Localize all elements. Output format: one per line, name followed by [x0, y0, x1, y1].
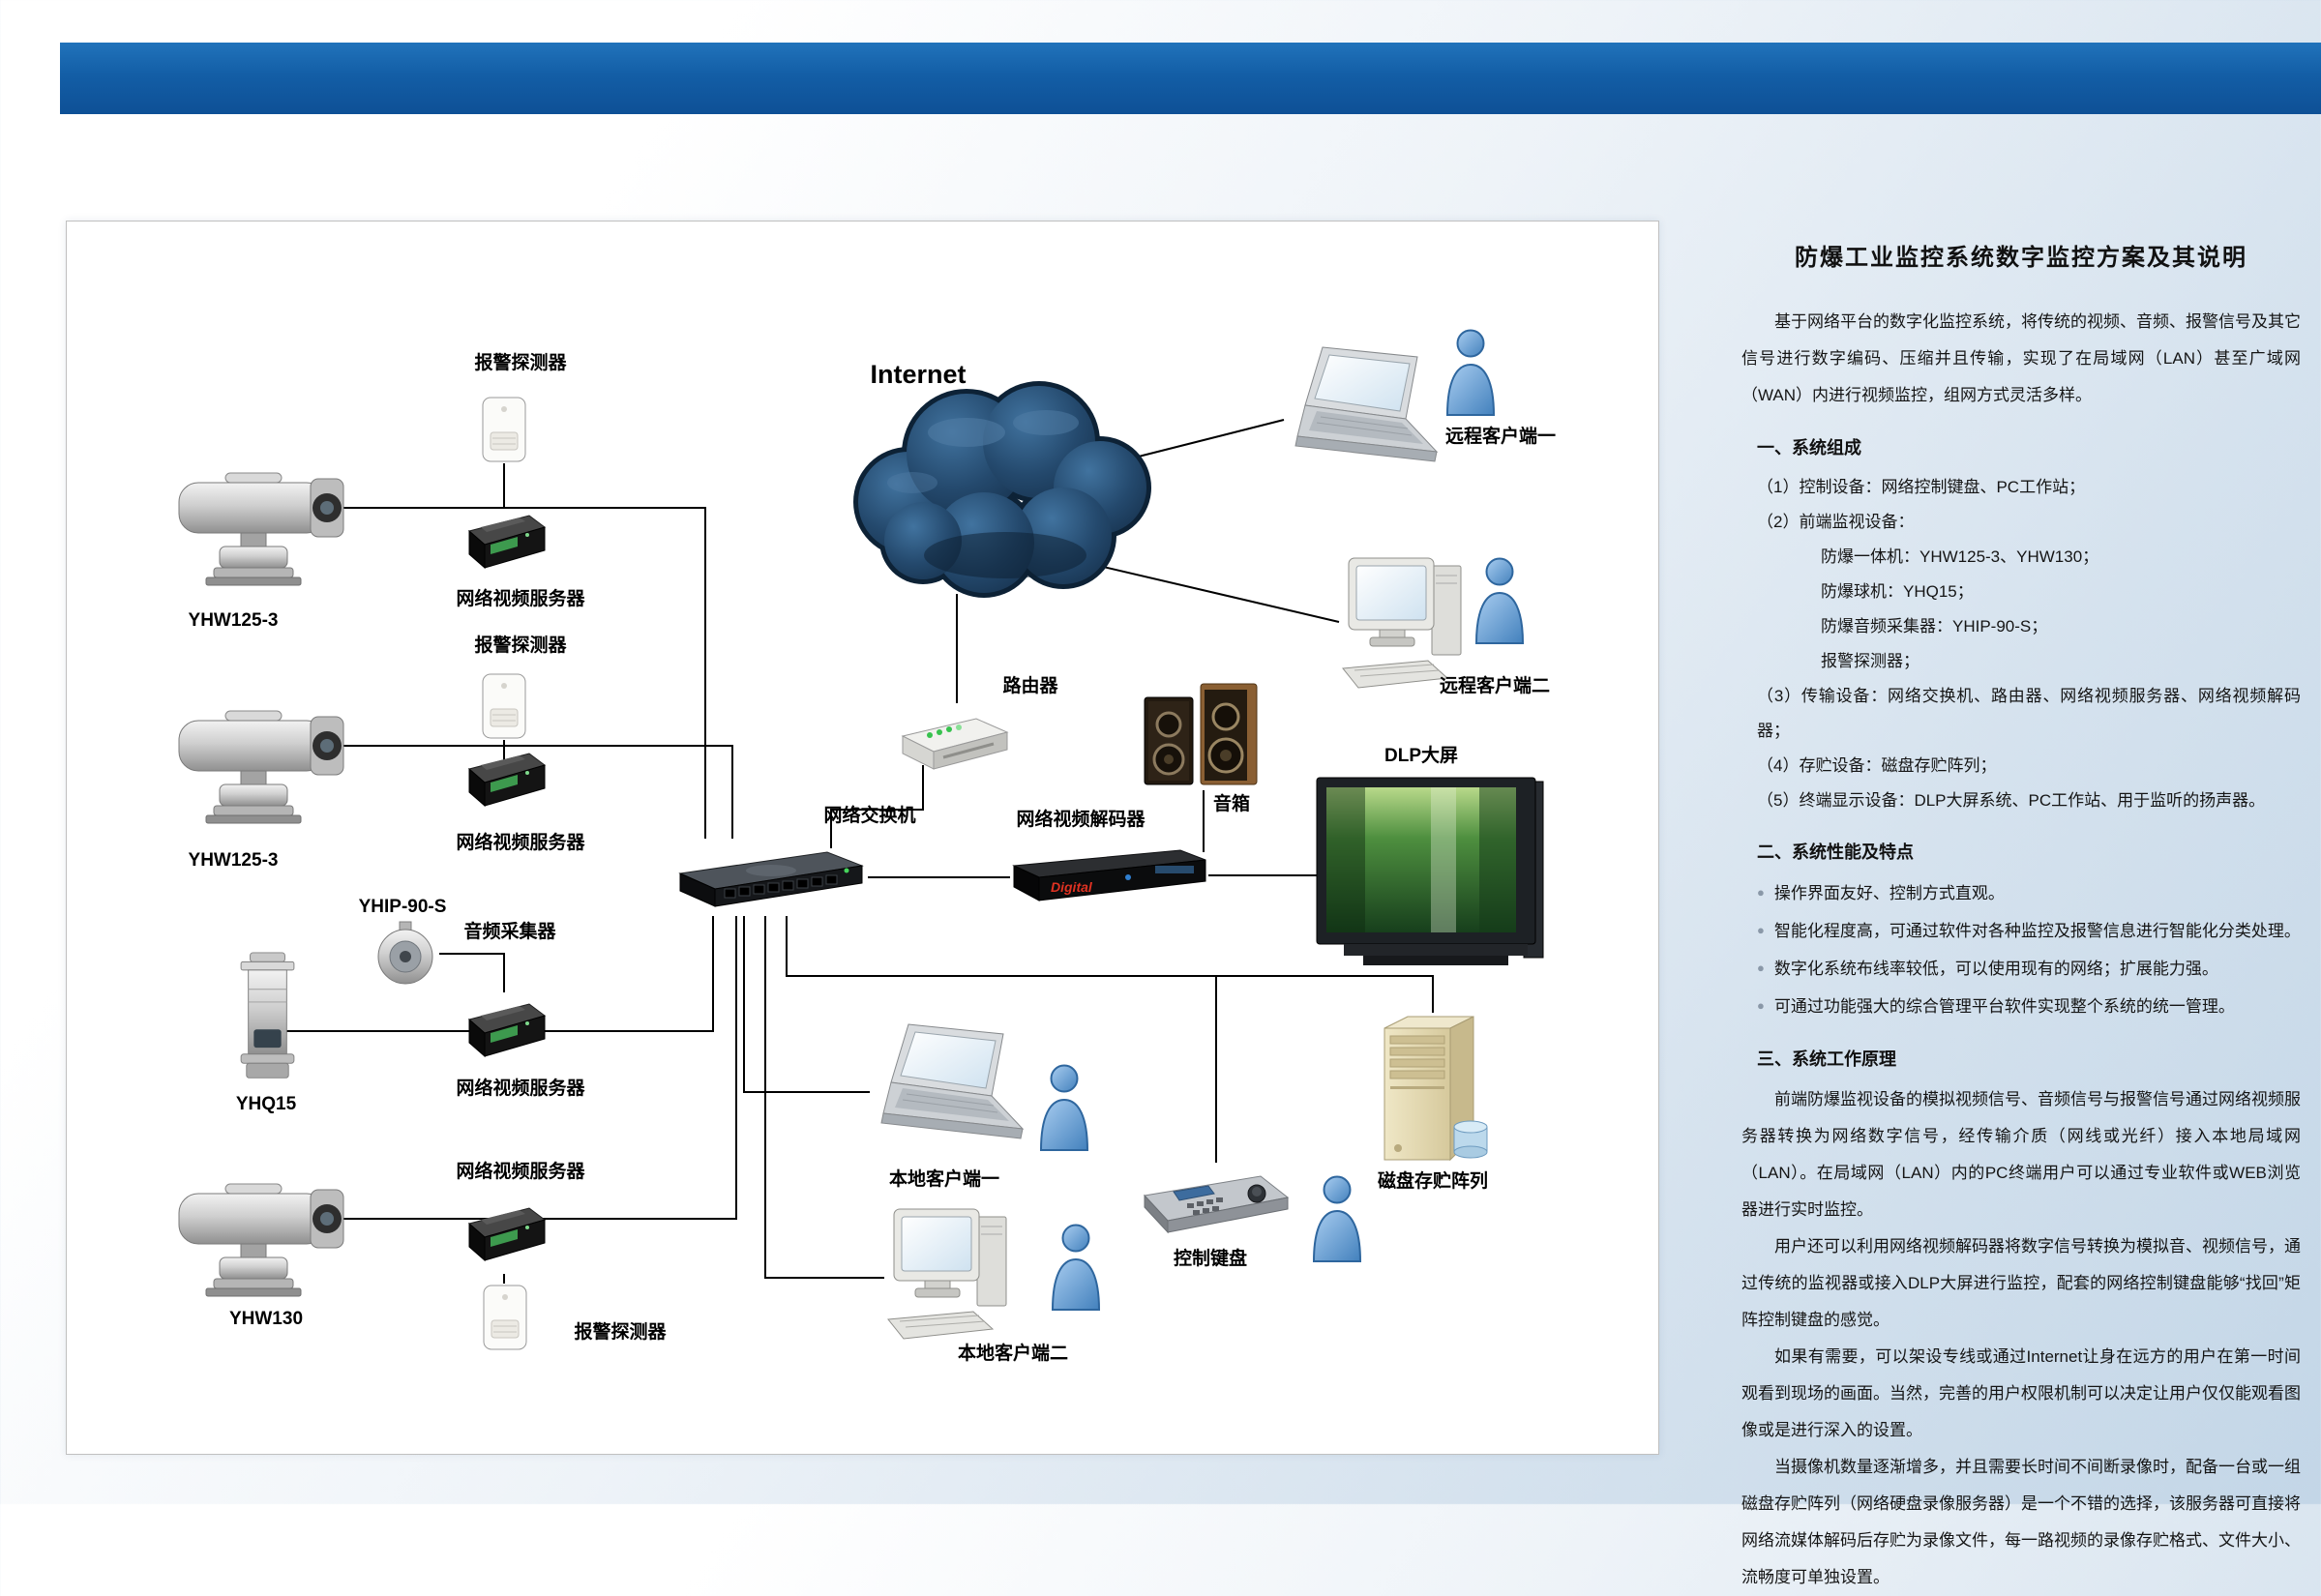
section3-paragraph: 前端防爆监视设备的模拟视频信号、音频信号与报警信号通过网络视频服务器转换为网络数…	[1741, 1089, 2301, 1219]
bullet-icon: ●	[1757, 922, 1765, 937]
section1-item: （5）终端显示设备：DLP大屏系统、PC工作站、用于监听的扬声器。	[1757, 790, 2266, 810]
label-local-client2: 本地客户端二	[957, 1344, 1069, 1364]
label-audio-collector-model: YHIP-90-S	[358, 897, 447, 917]
label-disk-array: 磁盘存贮阵列	[1377, 1171, 1489, 1192]
section1-item: （3）传输设备：网络交换机、路由器、网络视频服务器、网络视频解码器；	[1757, 686, 2301, 740]
intro-paragraph: 基于网络平台的数字化监控系统，将传统的视频、音频、报警信号及其它信号进行数字编码…	[1741, 311, 2301, 404]
label-dlp: DLP大屏	[1384, 746, 1459, 766]
remote-client1-laptop	[1284, 345, 1443, 486]
link-switch-local-client1	[743, 916, 870, 1093]
control-keyboard-person	[1307, 1174, 1367, 1263]
network-switch	[674, 839, 868, 916]
local-client1-laptop	[870, 1022, 1029, 1163]
bullet-icon: ●	[1757, 997, 1765, 1013]
label-video-server-3: 网络视频服务器	[456, 1079, 585, 1099]
video-server-1	[461, 504, 549, 581]
bullet-icon: ●	[1757, 884, 1765, 900]
label-camera4-model: YHW130	[228, 1309, 304, 1329]
link-audio-server3	[439, 953, 505, 992]
section1-item: 防爆音频采集器：YHIP-90-S；	[1821, 616, 2048, 635]
section3-paragraph: 用户还可以利用网络视频解码器将数字信号转换为模拟音、视频信号，通过传统的监视器或…	[1741, 1236, 2301, 1329]
bullet-icon: ●	[1757, 960, 1765, 975]
section1-heading: 一、系统组成	[1757, 437, 1861, 458]
bullet-text: 可通过功能强大的综合管理平台软件实现整个系统的统一管理。	[1773, 996, 2235, 1016]
section1-list: （1）控制设备：网络控制键盘、PC工作站； （2）前端监视设备： 防爆一体机：Y…	[1741, 470, 2301, 818]
label-internet: Internet	[870, 360, 967, 389]
section3-paragraph: 如果有需要，可以架设专线或通过Internet让身在远方的用户在第一时间观看到现…	[1741, 1346, 2301, 1439]
bullet-item: ● 智能化程度高，可通过软件对各种监控及报警信息进行智能化分类处理。	[1741, 912, 2301, 950]
alarm-detector-2	[480, 672, 528, 740]
label-router: 路由器	[1002, 676, 1058, 696]
label-camera2-model: YHW125-3	[188, 850, 279, 871]
section2-heading: 二、系统性能及特点	[1757, 842, 1914, 862]
bullet-item: ● 数字化系统布线率较低，可以使用现有的网络；扩展能力强。	[1741, 950, 2301, 988]
video-server-2	[461, 742, 549, 819]
article-title: 防爆工业监控系统数字监控方案及其说明	[1795, 245, 2247, 271]
bullet-item: ● 可通过功能强大的综合管理平台软件实现整个系统的统一管理。	[1741, 988, 2301, 1025]
control-keyboard	[1139, 1163, 1294, 1245]
label-decoder: 网络视频解码器	[1016, 810, 1146, 830]
ptz-camera-yhw130	[164, 1145, 357, 1300]
label-remote-client1: 远程客户端一	[1444, 427, 1557, 447]
bullet-text: 数字化系统布线率较低，可以使用现有的网络；扩展能力强。	[1773, 959, 2218, 978]
alarm-detector-1	[480, 396, 528, 463]
bullet-item: ● 操作界面友好、控制方式直观。	[1741, 874, 2301, 912]
local-client1-person	[1034, 1063, 1094, 1152]
page: 报警探测器 YHW125-3 网络视频服务器 Internet 远程客户端一 报…	[60, 43, 2321, 1586]
dome-camera-yhq15	[226, 945, 309, 1090]
disk-storage-array	[1373, 1013, 1494, 1167]
section1-item: （2）前端监视设备：	[1757, 512, 1915, 531]
label-remote-client2: 远程客户端二	[1439, 676, 1551, 696]
ptz-camera-yhw125-3-1	[164, 434, 357, 589]
label-speakers: 音箱	[1212, 794, 1251, 814]
alarm-detector-4	[481, 1284, 529, 1351]
remote-client2-person	[1470, 556, 1530, 645]
article: 防爆工业监控系统数字监控方案及其说明 基于网络平台的数字化监控系统，将传统的视频…	[1741, 242, 2301, 1596]
section1-item: 防爆球机：YHQ15；	[1821, 581, 1974, 601]
bullet-text: 智能化程度高，可通过软件对各种监控及报警信息进行智能化分类处理。	[1773, 921, 2301, 940]
section1-item: （4）存贮设备：磁盘存贮阵列；	[1757, 755, 1997, 775]
dlp-screen	[1315, 776, 1547, 974]
label-local-client1: 本地客户端一	[888, 1169, 1000, 1190]
video-decoder	[1010, 842, 1208, 905]
video-server-4	[461, 1197, 549, 1274]
label-video-server-2: 网络视频服务器	[456, 833, 585, 853]
header-bar	[60, 43, 2321, 114]
local-client2-desktop	[884, 1203, 1020, 1348]
label-camera1-model: YHW125-3	[188, 610, 279, 631]
label-alarm-detector-4: 报警探测器	[574, 1322, 667, 1343]
section3-heading: 三、系统工作原理	[1757, 1049, 1896, 1069]
diagram-panel: 报警探测器 YHW125-3 网络视频服务器 Internet 远程客户端一 报…	[66, 221, 1659, 1455]
link-switch-local-client2	[764, 916, 884, 1279]
router	[897, 703, 1013, 781]
speakers	[1141, 676, 1266, 790]
label-alarm-detector-2: 报警探测器	[474, 635, 567, 656]
section1-item: 报警探测器；	[1821, 651, 1919, 670]
label-video-server-4: 网络视频服务器	[456, 1162, 585, 1182]
label-control-keyboard: 控制键盘	[1173, 1249, 1248, 1269]
ptz-camera-yhw125-3-2	[164, 672, 357, 827]
local-client2-person	[1046, 1223, 1106, 1312]
bullet-text: 操作界面友好、控制方式直观。	[1773, 883, 2005, 902]
audio-collector	[372, 920, 439, 988]
label-switch: 网络交换机	[823, 806, 916, 826]
section1-item: 防爆一体机：YHW125-3、YHW130；	[1821, 547, 2099, 566]
label-dome-camera-model: YHQ15	[235, 1094, 297, 1114]
label-audio-collector: 音频采集器	[463, 922, 556, 942]
video-server-3	[461, 992, 549, 1070]
internet-cloud	[831, 357, 1160, 608]
section1-item: （1）控制设备：网络控制键盘、PC工作站；	[1757, 477, 2086, 496]
label-video-server-1: 网络视频服务器	[456, 589, 585, 609]
section3-paragraph: 当摄像机数量逐渐增多，并且需要长时间不间断录像时，配备一台或一组磁盘存贮阵列（网…	[1741, 1457, 2301, 1586]
label-alarm-detector-1: 报警探测器	[474, 353, 567, 373]
section2-list: ● 操作界面友好、控制方式直观。 ● 智能化程度高，可通过软件对各种监控及报警信息进…	[1741, 874, 2301, 1025]
remote-client1-person	[1441, 328, 1501, 417]
